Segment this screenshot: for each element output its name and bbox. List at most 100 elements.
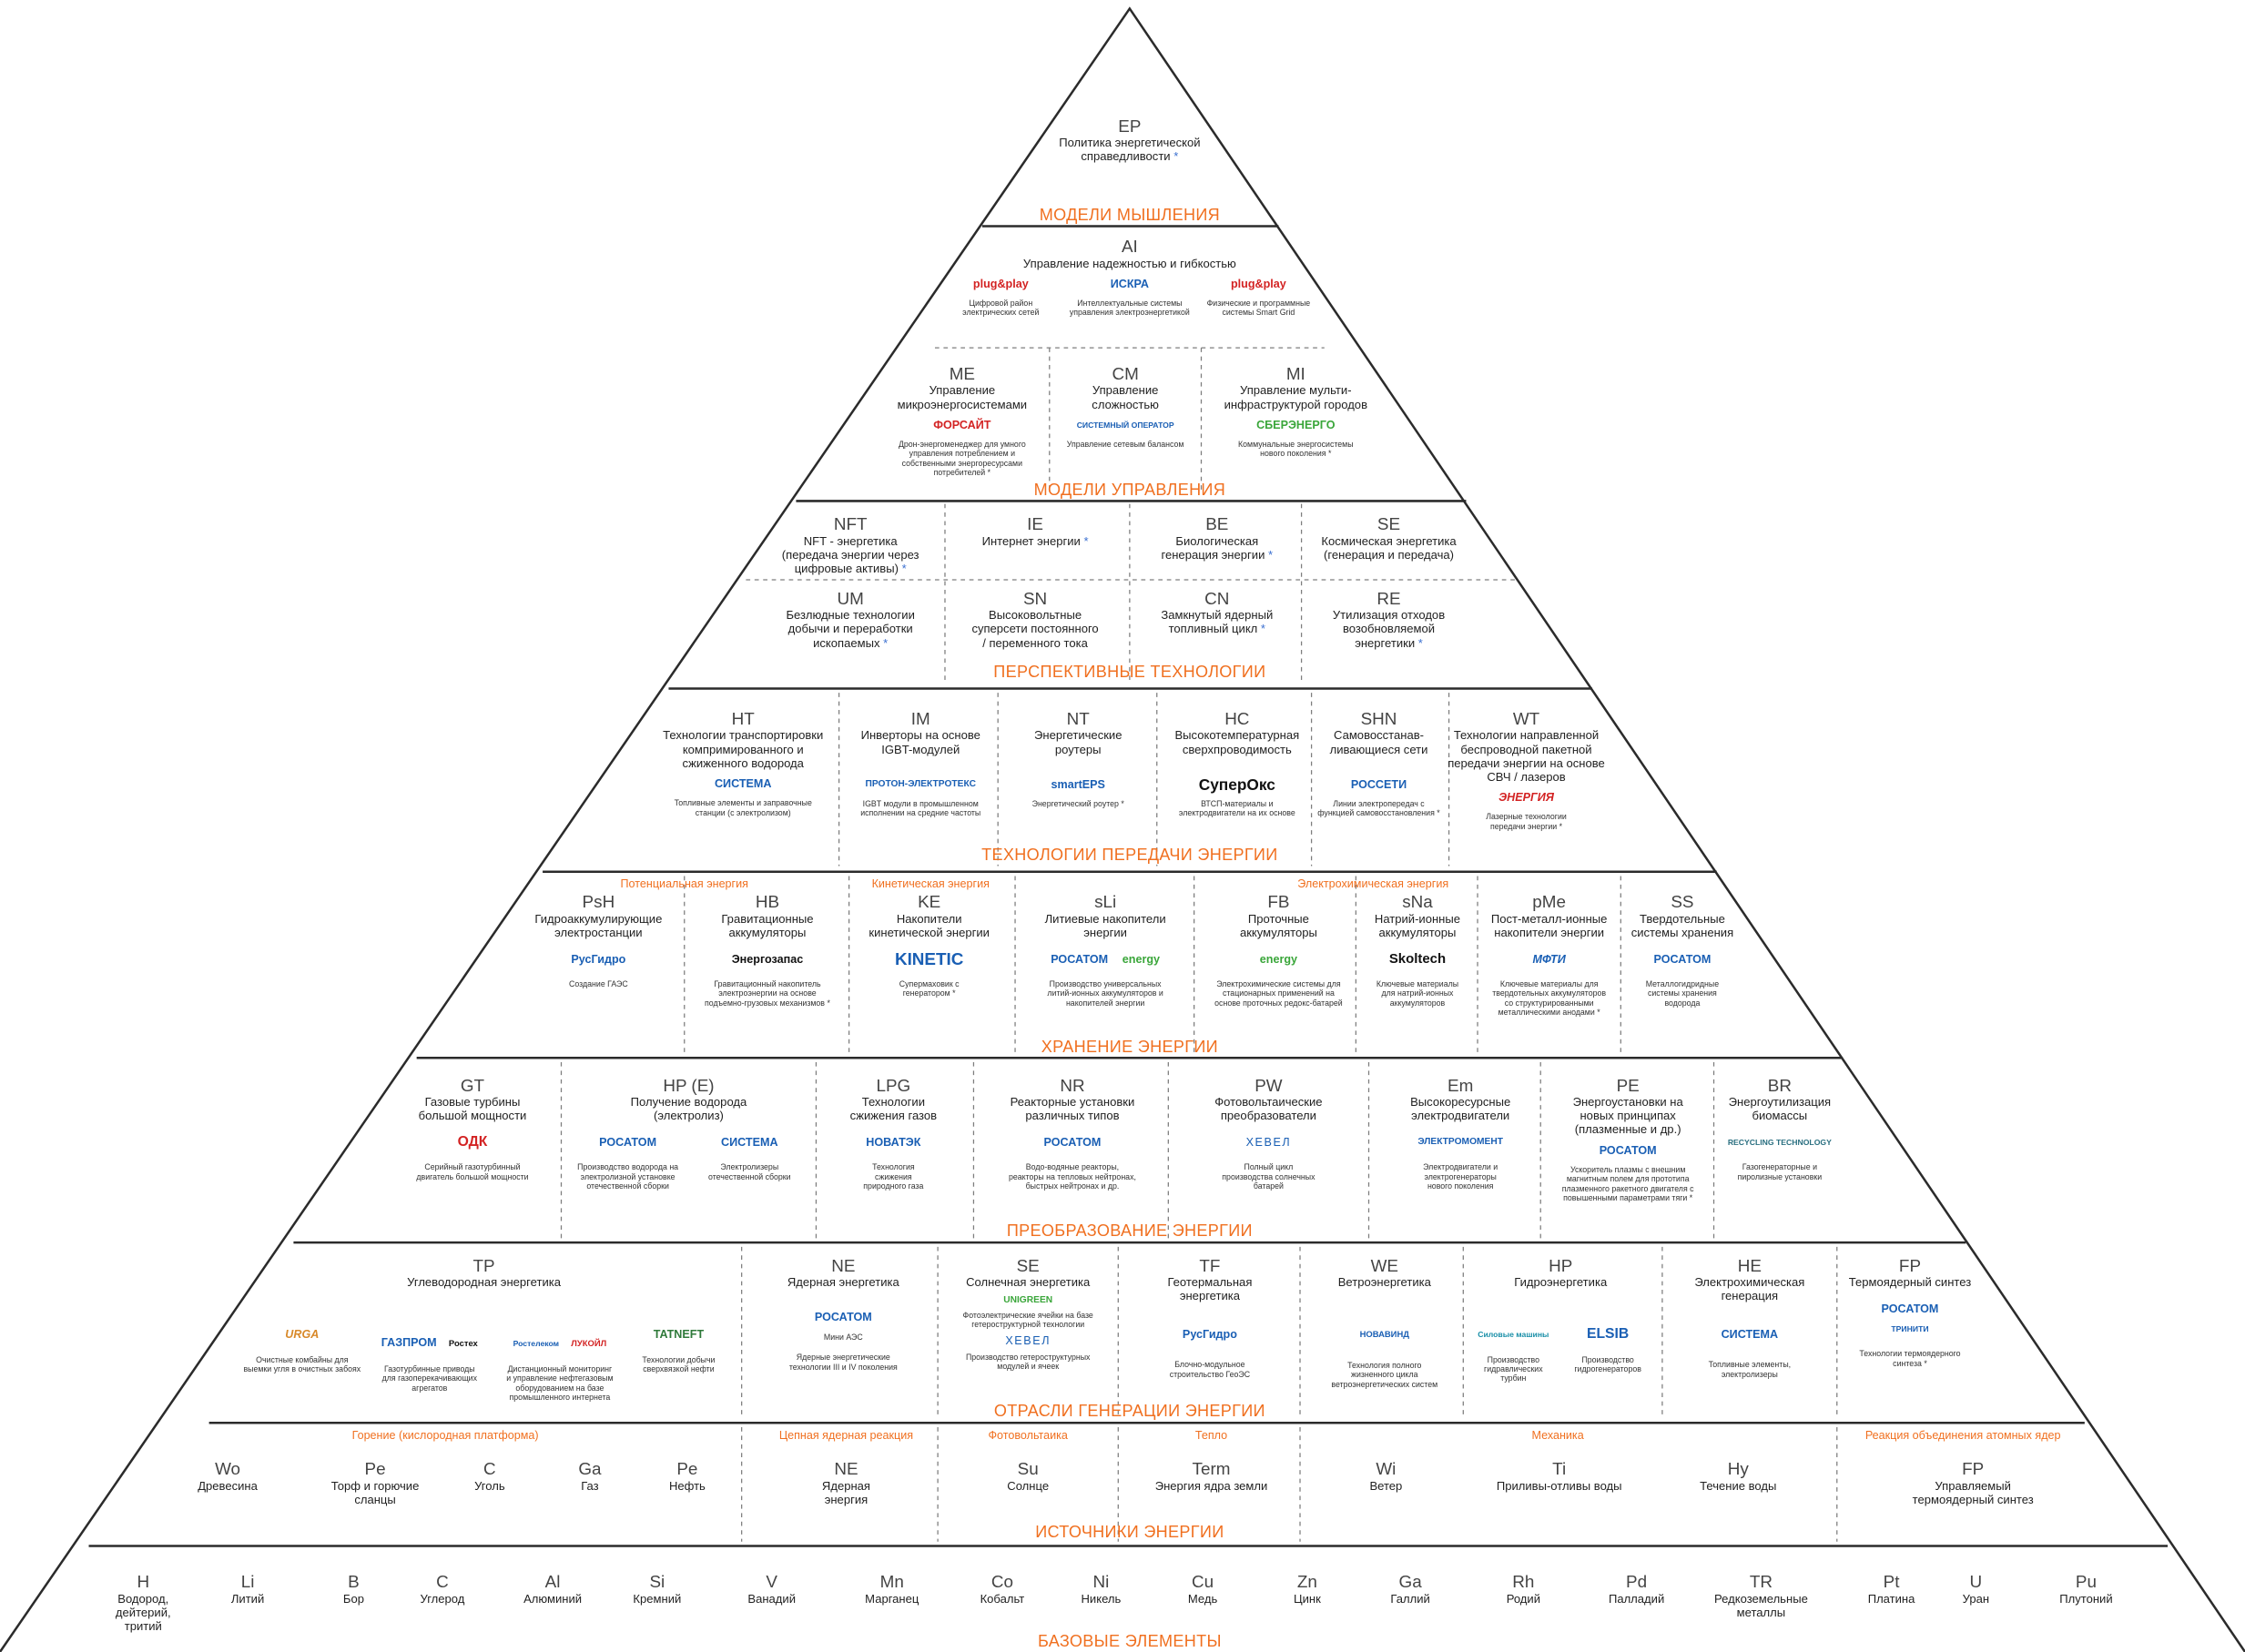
cell-name: Интернет энергии * [981, 533, 1089, 548]
logo-rosatom: РОСАТОМ [1881, 1302, 1939, 1315]
layer-title-energy-storage: ХРАНЕНИЕ ЭНЕРГИИ [1041, 1038, 1218, 1057]
source-code: FP [1962, 1459, 1985, 1479]
element-name: Никель [1081, 1591, 1122, 1606]
logo-superox: СуперОкс [1198, 775, 1275, 794]
cell-caption: Физические и программные системы Smart G… [1206, 299, 1311, 318]
cell-name: NFT - энергетика (передача энергии через… [781, 533, 919, 575]
cell-hp: HP Гидроэнергетика Силовые машины Произв… [1466, 1256, 1655, 1383]
cell-cn: CN Замкнутый ядерный топливный цикл * [1131, 589, 1303, 636]
logo-elsib: ELSIB [1586, 1326, 1630, 1343]
logo-lukoil: ЛУКОЙЛ [571, 1338, 607, 1349]
source-name: Приливы-отливы воды [1496, 1478, 1622, 1493]
cell-code: UM [837, 588, 864, 608]
cell-name: Твердотельные системы хранения [1630, 911, 1734, 939]
cell-caption: Очистные комбайны для выемки угля в очис… [243, 1354, 361, 1374]
cell-name: Управление мульти- инфраструктурой город… [1224, 383, 1367, 411]
layer-title-energy-conversion: ПРЕОБРАЗОВАНИЕ ЭНЕРГИИ [1006, 1221, 1253, 1240]
cell-pw: PW Фотовольтаические преобразователи ХЕВ… [1178, 1075, 1358, 1191]
cell-code: PW [1255, 1075, 1283, 1095]
cell-name: Управление микроэнергосистемами [897, 383, 1028, 411]
element-symbol: Ni [1092, 1572, 1110, 1592]
cell-pe: PE Энергоустановки на новых принципах (п… [1545, 1075, 1711, 1203]
cell-um: UM Безлюдные технологии добычи и перераб… [765, 588, 937, 650]
cell-sna: sNa Натрий-ионные аккумуляторы Skoltech … [1357, 893, 1478, 1008]
source-code: Su [1017, 1459, 1039, 1479]
logo-rostelecom: Ростелеком [513, 1339, 559, 1349]
cell-hb: HB Гравитационные аккумуляторы Энергозап… [688, 893, 846, 1008]
cell-cm: CM Управление сложностью СИСТЕМНЫЙ ОПЕРА… [1054, 364, 1197, 449]
cell-ss: SS Твердотельные системы хранения РОСАТО… [1618, 893, 1747, 1008]
cell-caption: Электродвигатели и электрогенераторы нов… [1423, 1162, 1498, 1191]
element-name: Водород, дейтерий, тритий [115, 1591, 171, 1634]
cell-name: Замкнутый ядерный топливный цикл * [1161, 608, 1274, 636]
cell-caption: Цифровой район электрических сетей [962, 299, 1040, 318]
logo-power-machines: Силовые машины [1478, 1330, 1549, 1340]
source-code: Term [1192, 1459, 1231, 1479]
cell-caption: Технология сжижения природного газа [863, 1162, 924, 1191]
source-name: Древесина [198, 1478, 258, 1493]
cell-caption: Производство гидравлических турбин [1484, 1354, 1543, 1383]
cell-name: Натрий-ионные аккумуляторы [1374, 911, 1461, 939]
element-symbol: Pt [1883, 1572, 1900, 1592]
cell-name: Высокотемпературная сверхпроводимость [1174, 728, 1300, 756]
element-symbol: Co [990, 1572, 1013, 1592]
cell-code: HB [755, 892, 780, 912]
element-name: Алюминий [523, 1591, 583, 1606]
cell-code: PE [1616, 1075, 1640, 1095]
cell-wt: WT Технологии направленной беспроводной … [1440, 709, 1612, 831]
cell-caption: Электрохимические системы для стационарн… [1214, 979, 1343, 1008]
cell-name: Энергоустановки на новых принципах (плаз… [1572, 1095, 1683, 1137]
cell-name: Термоядерный синтез [1848, 1275, 1972, 1290]
cell-name: Управление сложностью [1092, 383, 1159, 411]
cell-code: WT [1512, 709, 1540, 729]
cell-code: SS [1671, 892, 1694, 912]
cell-name: Высокоресурсные электродвигатели [1410, 1095, 1511, 1123]
cell-gt: GT Газовые турбины большой мощности ОДК … [401, 1076, 543, 1181]
layer-title-energy-sources: ИСТОЧНИКИ ЭНЕРГИИ [1035, 1523, 1224, 1542]
cell-code: SHN [1360, 709, 1397, 729]
cell-code: AI [1121, 237, 1138, 257]
subhead-heat: Тепло [1194, 1428, 1228, 1442]
cell-caption: Линии электропередач с функцией самовосс… [1317, 798, 1440, 818]
cell-name: Гидроаккумулирующие электростанции [534, 911, 663, 939]
source-code: Ti [1552, 1459, 1567, 1479]
cell-code: TP [472, 1255, 495, 1275]
logo-rosatom: РОСАТОМ [1043, 1135, 1102, 1149]
cell-nt: NT Энергетические роутеры smartEPS Энерг… [1001, 709, 1155, 808]
cell-nft: NFT NFT - энергетика (передача энергии ч… [765, 514, 937, 575]
source-name: Ветер [1369, 1478, 1403, 1493]
layer-title-management-models: МОДЕЛИ УПРАВЛЕНИЯ [1033, 481, 1226, 500]
element-name: Галлий [1390, 1591, 1430, 1606]
element-name: Медь [1187, 1591, 1218, 1606]
logo-iskra: ИСКРА [1110, 277, 1149, 290]
logo-hevel: ХЕВЕЛ [1245, 1135, 1292, 1149]
cell-hp-e: HP (E) Получение водорода (электролиз) Р… [567, 1076, 810, 1191]
cell-tp: TP Углеводородная энергетика URGA Очистн… [240, 1255, 727, 1402]
cell-caption: Ключевые материалы для твердотельных акк… [1492, 979, 1607, 1018]
element-name: Кобальт [980, 1591, 1025, 1606]
cell-code: KE [918, 892, 941, 912]
cell-caption: Серийный газотурбинный двигатель большой… [416, 1162, 529, 1181]
subhead-electrochemical-energy: Электрохимическая энергия [1297, 877, 1449, 891]
cell-code: LPG [876, 1075, 911, 1095]
cell-caption: Супермаховик с генератором * [899, 979, 960, 998]
logo-renera-energy: energy [1122, 952, 1161, 966]
logo-hevel: ХЕВЕЛ [1005, 1333, 1051, 1347]
element-name: Углерод [420, 1591, 465, 1606]
source-name: Уголь [474, 1478, 505, 1493]
element-name: Бор [342, 1591, 364, 1606]
element-name: Плутоний [2059, 1591, 2113, 1606]
cell-code: IE [1027, 514, 1043, 534]
element-symbol: TR [1749, 1572, 1773, 1592]
